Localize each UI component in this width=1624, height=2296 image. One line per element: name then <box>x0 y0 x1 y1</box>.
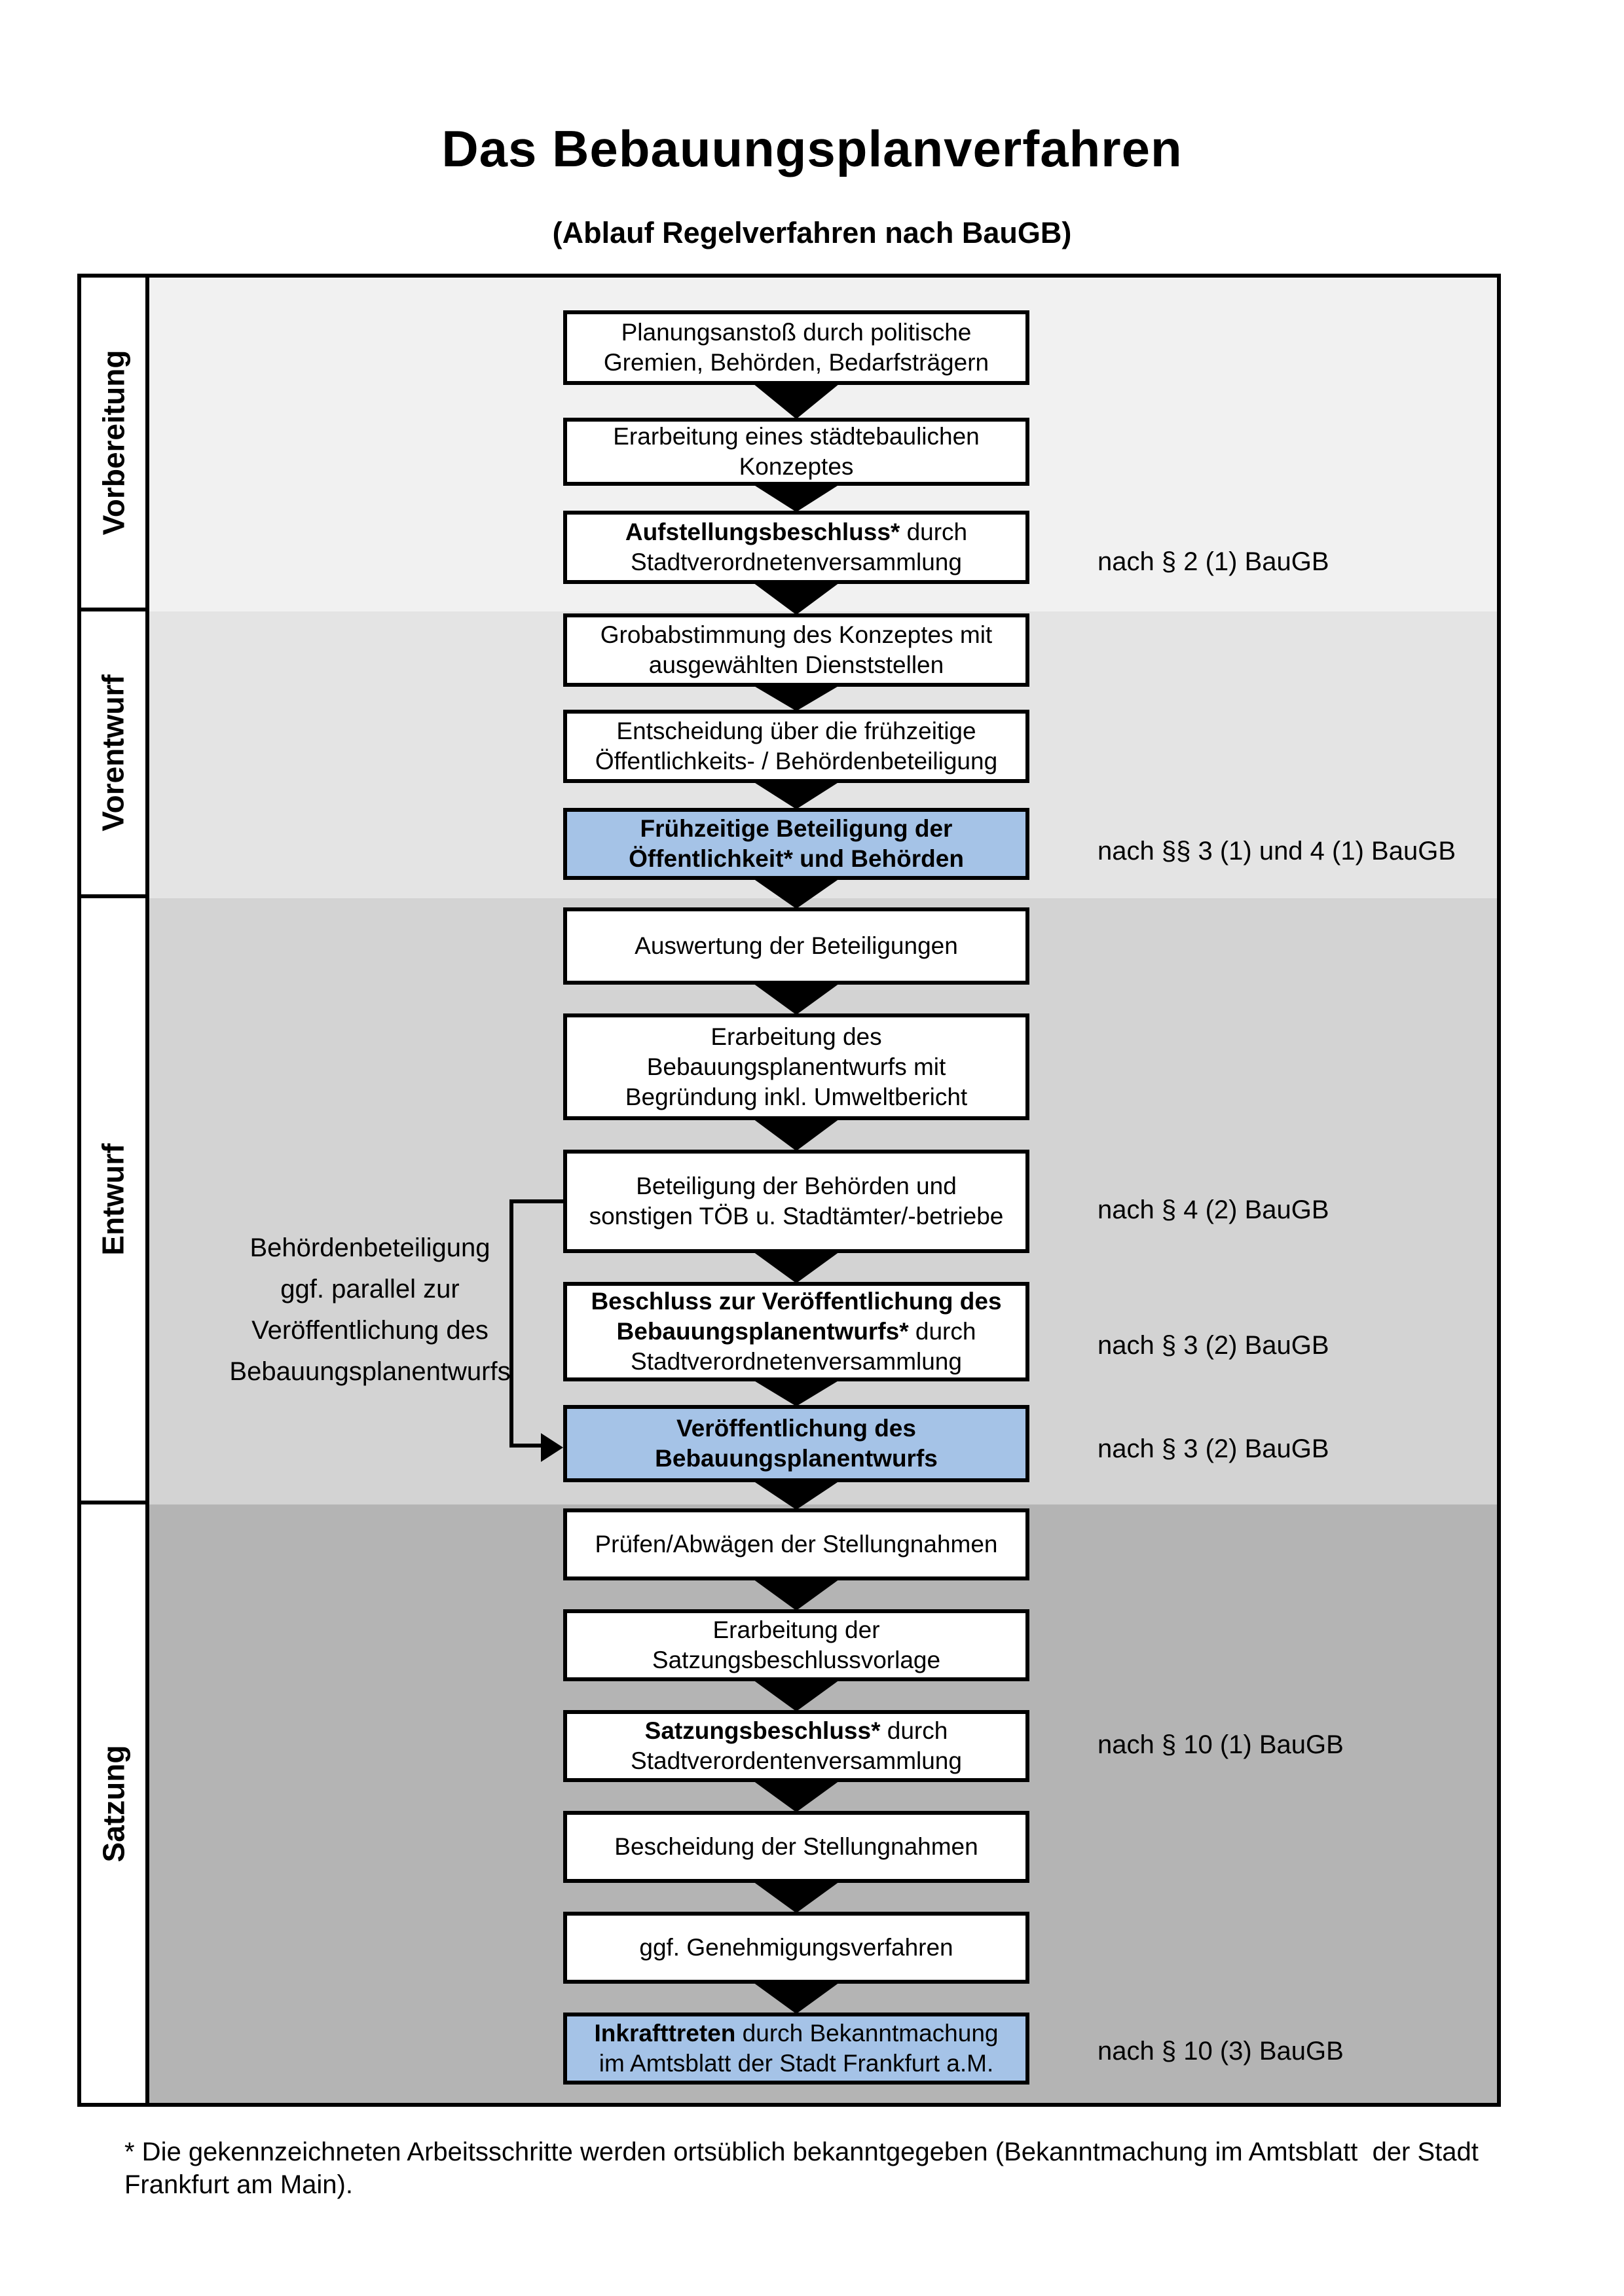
arrow-down-icon <box>753 983 840 1015</box>
flow-box-line: ausgewählten Dienststellen <box>648 651 944 678</box>
phase-cell-entwurf: Entwurf <box>81 898 145 1504</box>
arrow-down-icon <box>753 879 840 909</box>
phase-cell-satzung: Satzung <box>81 1504 145 2103</box>
flow-box-line: Satzungsbeschlussvorlage <box>652 1647 941 1673</box>
flow-box-line: Entscheidung über die frühzeitige <box>616 718 976 744</box>
arrow-right-icon <box>541 1433 563 1462</box>
flow-box-line: Erarbeitung des <box>710 1023 882 1050</box>
legal-reference: nach § 3 (2) BauGB <box>1098 1331 1329 1360</box>
flow-box-12: Prüfen/Abwägen der Stellungnahmen <box>563 1508 1029 1580</box>
page-title: Das Bebauungsplanverfahren <box>441 120 1183 177</box>
page-subtitle: (Ablauf Regelverfahren nach BauGB) <box>552 216 1072 249</box>
flow-box-15: Bescheidung der Stellungnahmen <box>563 1811 1029 1883</box>
parallel-note-line: Veröffentlichung des <box>251 1316 489 1345</box>
parallel-connector-top-tick <box>509 1199 563 1203</box>
arrow-down-icon <box>753 782 840 809</box>
flow-box-line: Grobabstimmung des Konzeptes mit <box>600 621 993 648</box>
arrow-down-icon <box>753 685 840 711</box>
legal-reference: nach § 2 (1) BauGB <box>1098 547 1329 576</box>
arrow-down-icon <box>753 1882 840 1913</box>
flow-box-line: Bebauungsplanentwurfs* durch <box>616 1318 976 1345</box>
flow-box-line: Gremien, Behörden, Bedarfsträgern <box>603 349 989 376</box>
arrow-down-icon <box>753 484 840 512</box>
arrow-down-icon <box>753 1481 840 1510</box>
flow-box-line: Frühzeitige Beteiligung der <box>640 815 953 842</box>
flow-box-17: Inkrafttreten durch Bekanntmachung im Amt… <box>563 2013 1029 2085</box>
flow-box-line: Inkrafttreten durch Bekanntmachung <box>594 2020 999 2047</box>
flow-box-line: Bebauungsplanentwurfs mit <box>646 1053 946 1080</box>
flow-box-line: sonstigen TÖB u. Stadtämter/-betriebe <box>589 1203 1004 1230</box>
flow-box-line: Stadtverordentenversammlung <box>631 1747 962 1774</box>
footnote-line-1: * Die gekennzeichneten Arbeitsschritte w… <box>124 2138 1479 2166</box>
arrow-down-icon <box>753 1252 840 1283</box>
parallel-note-line: ggf. parallel zur <box>280 1275 460 1303</box>
flow-box-7: Auswertung der Beteiligungen <box>563 907 1029 985</box>
parallel-connector-bottom-tick <box>509 1444 544 1448</box>
flow-box-line: Beschluss zur Veröffentlichung des <box>591 1288 1002 1315</box>
flow-box-line: Bebauungsplanentwurfs <box>655 1445 938 1472</box>
phase-label-column: Vorbereitung Vorentwurf Entwurf Satzung <box>81 278 149 2103</box>
flow-box-line: Prüfen/Abwägen der Stellungnahmen <box>595 1531 998 1558</box>
arrow-down-icon <box>753 1680 840 1711</box>
flow-box-line: Planungsanstoß durch politische <box>621 319 972 346</box>
flow-box-4: Grobabstimmung des Konzeptes mit ausgewäh… <box>563 613 1029 687</box>
footnote: * Die gekennzeichneten Arbeitsschritte w… <box>124 2136 1565 2201</box>
flow-box-16: ggf. Genehmigungsverfahren <box>563 1912 1029 1984</box>
flow-box-line: Begründung inkl. Umweltbericht <box>625 1083 968 1110</box>
flow-box-line: ggf. Genehmigungsverfahren <box>639 1934 953 1961</box>
flow-box-line: Auswertung der Beteiligungen <box>635 932 958 959</box>
parallel-note-line: Bebauungsplanentwurfs <box>229 1357 511 1386</box>
flow-box-line: Veröffentlichung des <box>676 1415 916 1442</box>
arrow-down-icon <box>753 1982 840 2014</box>
arrow-down-icon <box>753 1119 840 1151</box>
flowchart-inner: Vorbereitung Vorentwurf Entwurf Satzung … <box>81 278 1497 2103</box>
phase-cell-vorbereitung: Vorbereitung <box>81 278 145 611</box>
parallel-connector-vertical <box>509 1199 513 1448</box>
parallel-note-line: Behördenbeteiligung <box>249 1233 490 1262</box>
flow-box-line: Bescheidung der Stellungnahmen <box>614 1833 978 1860</box>
flow-box-line: im Amtsblatt der Stadt Frankfurt a.M. <box>599 2050 994 2077</box>
legal-reference: nach § 3 (2) BauGB <box>1098 1434 1329 1463</box>
footnote-line-2: Frankfurt am Main). <box>124 2170 353 2199</box>
legal-reference: nach § 4 (2) BauGB <box>1098 1195 1329 1224</box>
arrow-down-icon <box>753 1579 840 1611</box>
legal-reference: nach § 10 (1) BauGB <box>1098 1730 1344 1759</box>
flow-box-line: Stadtverordnetenversammlung <box>631 549 962 575</box>
flow-box-line: Erarbeitung der <box>712 1616 880 1643</box>
flow-box-9: Beteiligung der Behörden und sonstigen TÖ… <box>563 1150 1029 1253</box>
flow-box-line: Stadtverordnetenversammlung <box>631 1348 962 1375</box>
arrow-down-icon <box>753 384 840 419</box>
flow-box-line: Konzeptes <box>739 453 854 480</box>
legal-reference: nach § 10 (3) BauGB <box>1098 2037 1344 2066</box>
arrow-down-icon <box>753 1781 840 1812</box>
flow-box-line: Satzungsbeschluss* durch <box>644 1717 948 1744</box>
flowchart-frame: Vorbereitung Vorentwurf Entwurf Satzung … <box>77 274 1501 2107</box>
phase-cell-vorentwurf: Vorentwurf <box>81 611 145 898</box>
flow-box-line: Öffentlichkeits- / Behördenbeteiligung <box>595 748 998 774</box>
flow-box-line: Beteiligung der Behörden und <box>636 1173 957 1199</box>
arrow-down-icon <box>753 583 840 615</box>
legal-reference: nach §§ 3 (1) und 4 (1) BauGB <box>1098 837 1456 866</box>
flow-box-line: Aufstellungsbeschluss* durch <box>625 519 968 545</box>
flow-box-line: Öffentlichkeit* und Behörden <box>629 845 964 872</box>
flow-box-line: Erarbeitung eines städtebaulichen <box>613 423 980 450</box>
arrow-down-icon <box>753 1380 840 1406</box>
